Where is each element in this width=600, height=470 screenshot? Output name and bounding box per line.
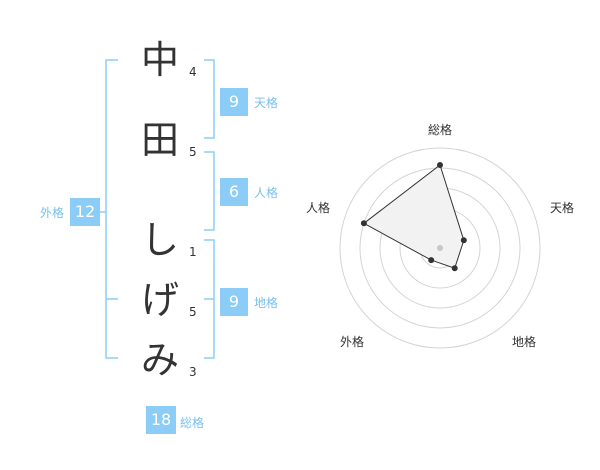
tenkaku-label: 天格 (254, 96, 279, 110)
radar-label-jinkaku: 人格 (306, 200, 330, 215)
stroke-count-5: 3 (189, 365, 197, 379)
radar-point-3 (451, 265, 458, 272)
tenkaku-badge: 9 (220, 88, 248, 116)
gaikaku-badge: 12 (70, 198, 100, 226)
jinkaku-badge: 6 (220, 178, 248, 206)
stroke-count-2: 5 (189, 145, 197, 159)
name-char-3: し (140, 218, 179, 262)
name-char-5: み (140, 338, 179, 382)
jinkaku-label: 人格 (254, 186, 279, 200)
soukaku-badge: 18 (146, 406, 176, 434)
radar-polygon (362, 164, 465, 269)
radar-points (360, 162, 467, 272)
bracket-jinkaku (204, 151, 215, 231)
radar-point-5 (360, 220, 367, 227)
radar-label-chikaku: 地格 (512, 334, 536, 349)
name-char-4: げ (140, 278, 179, 322)
bracket-tenkaku (204, 59, 215, 139)
radar-center-dot (437, 245, 443, 251)
radar-label-gaikaku: 外格 (340, 334, 364, 349)
stroke-count-3: 1 (189, 245, 197, 259)
name-char-2: 田 (140, 118, 179, 162)
radar-point-1 (437, 162, 443, 168)
radar-ring-5 (339, 147, 541, 349)
radar-chart: 総格 天格 地格 外格 人格 (306, 122, 574, 349)
radar-label-tenkaku: 天格 (550, 200, 574, 215)
radar-point-2 (460, 237, 467, 244)
soukaku-label: 総格 (180, 416, 205, 430)
chikaku-badge: 9 (220, 288, 248, 316)
name-char-1: 中 (140, 38, 179, 82)
stroke-count-1: 4 (189, 65, 197, 79)
radar-point-4 (428, 257, 435, 264)
bracket-gaikaku (105, 59, 118, 359)
chikaku-label: 地格 (254, 296, 279, 310)
gaikaku-label: 外格 (40, 206, 65, 220)
stroke-count-4: 5 (189, 305, 197, 319)
radar-label-soukaku: 総格 (428, 122, 452, 137)
